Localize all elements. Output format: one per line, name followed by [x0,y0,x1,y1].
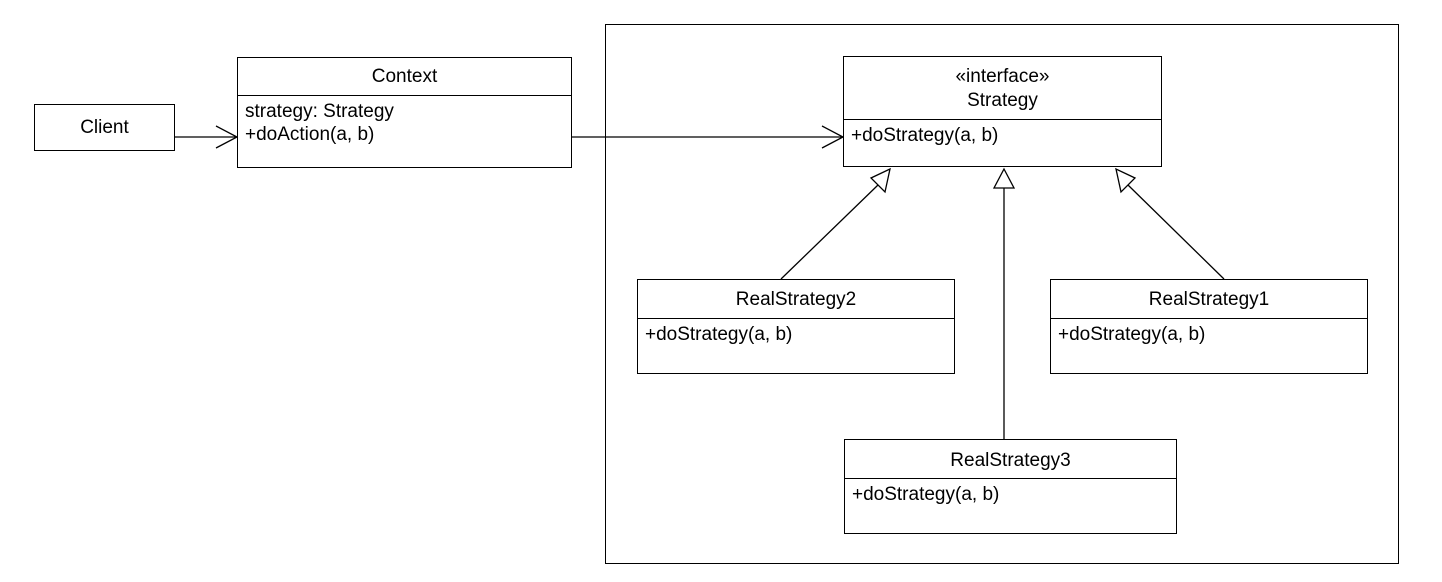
realstrategy2-operation: +doStrategy(a, b) [645,324,793,345]
realstrategy2-class-divider [638,318,954,319]
strategy-operation: +doStrategy(a, b) [851,125,999,146]
strategy-interface: «interface» Strategy +doStrategy(a, b) [843,56,1162,167]
realstrategy1-class-divider [1051,318,1367,319]
realstrategy2-to-strategy-line [780,184,879,280]
realstrategy1-realization-arrowhead [1115,167,1137,194]
strategy-interface-divider [844,119,1161,120]
realstrategy1-class: RealStrategy1 +doStrategy(a, b) [1050,279,1368,374]
realstrategy2-class: RealStrategy2 +doStrategy(a, b) [637,279,955,374]
context-class-name: Context [371,66,438,87]
realstrategy3-operation: +doStrategy(a, b) [852,484,1000,505]
client-class: Client [34,104,175,151]
realstrategy3-class: RealStrategy3 +doStrategy(a, b) [844,439,1177,534]
context-attribute: strategy: Strategy [245,101,394,122]
realstrategy3-class-name: RealStrategy3 [950,450,1071,471]
realstrategy2-realization-arrowhead [869,167,891,194]
client-class-name: Client [80,117,129,138]
strategy-interface-name: Strategy [967,90,1038,111]
realstrategy3-class-divider [845,478,1176,479]
realstrategy3-realization-arrowhead [992,167,1016,189]
realstrategy1-operation: +doStrategy(a, b) [1058,324,1206,345]
strategy-stereotype: «interface» [955,66,1050,87]
realstrategy2-class-name: RealStrategy2 [735,289,857,310]
context-class: Context strategy: Strategy +doAction(a, … [237,57,572,168]
realstrategy1-to-strategy-line [1127,184,1225,280]
realstrategy1-class-name: RealStrategy1 [1148,289,1270,310]
context-operation: +doAction(a, b) [245,124,375,145]
strategy-package-frame [605,24,1399,564]
context-class-divider [238,95,571,96]
